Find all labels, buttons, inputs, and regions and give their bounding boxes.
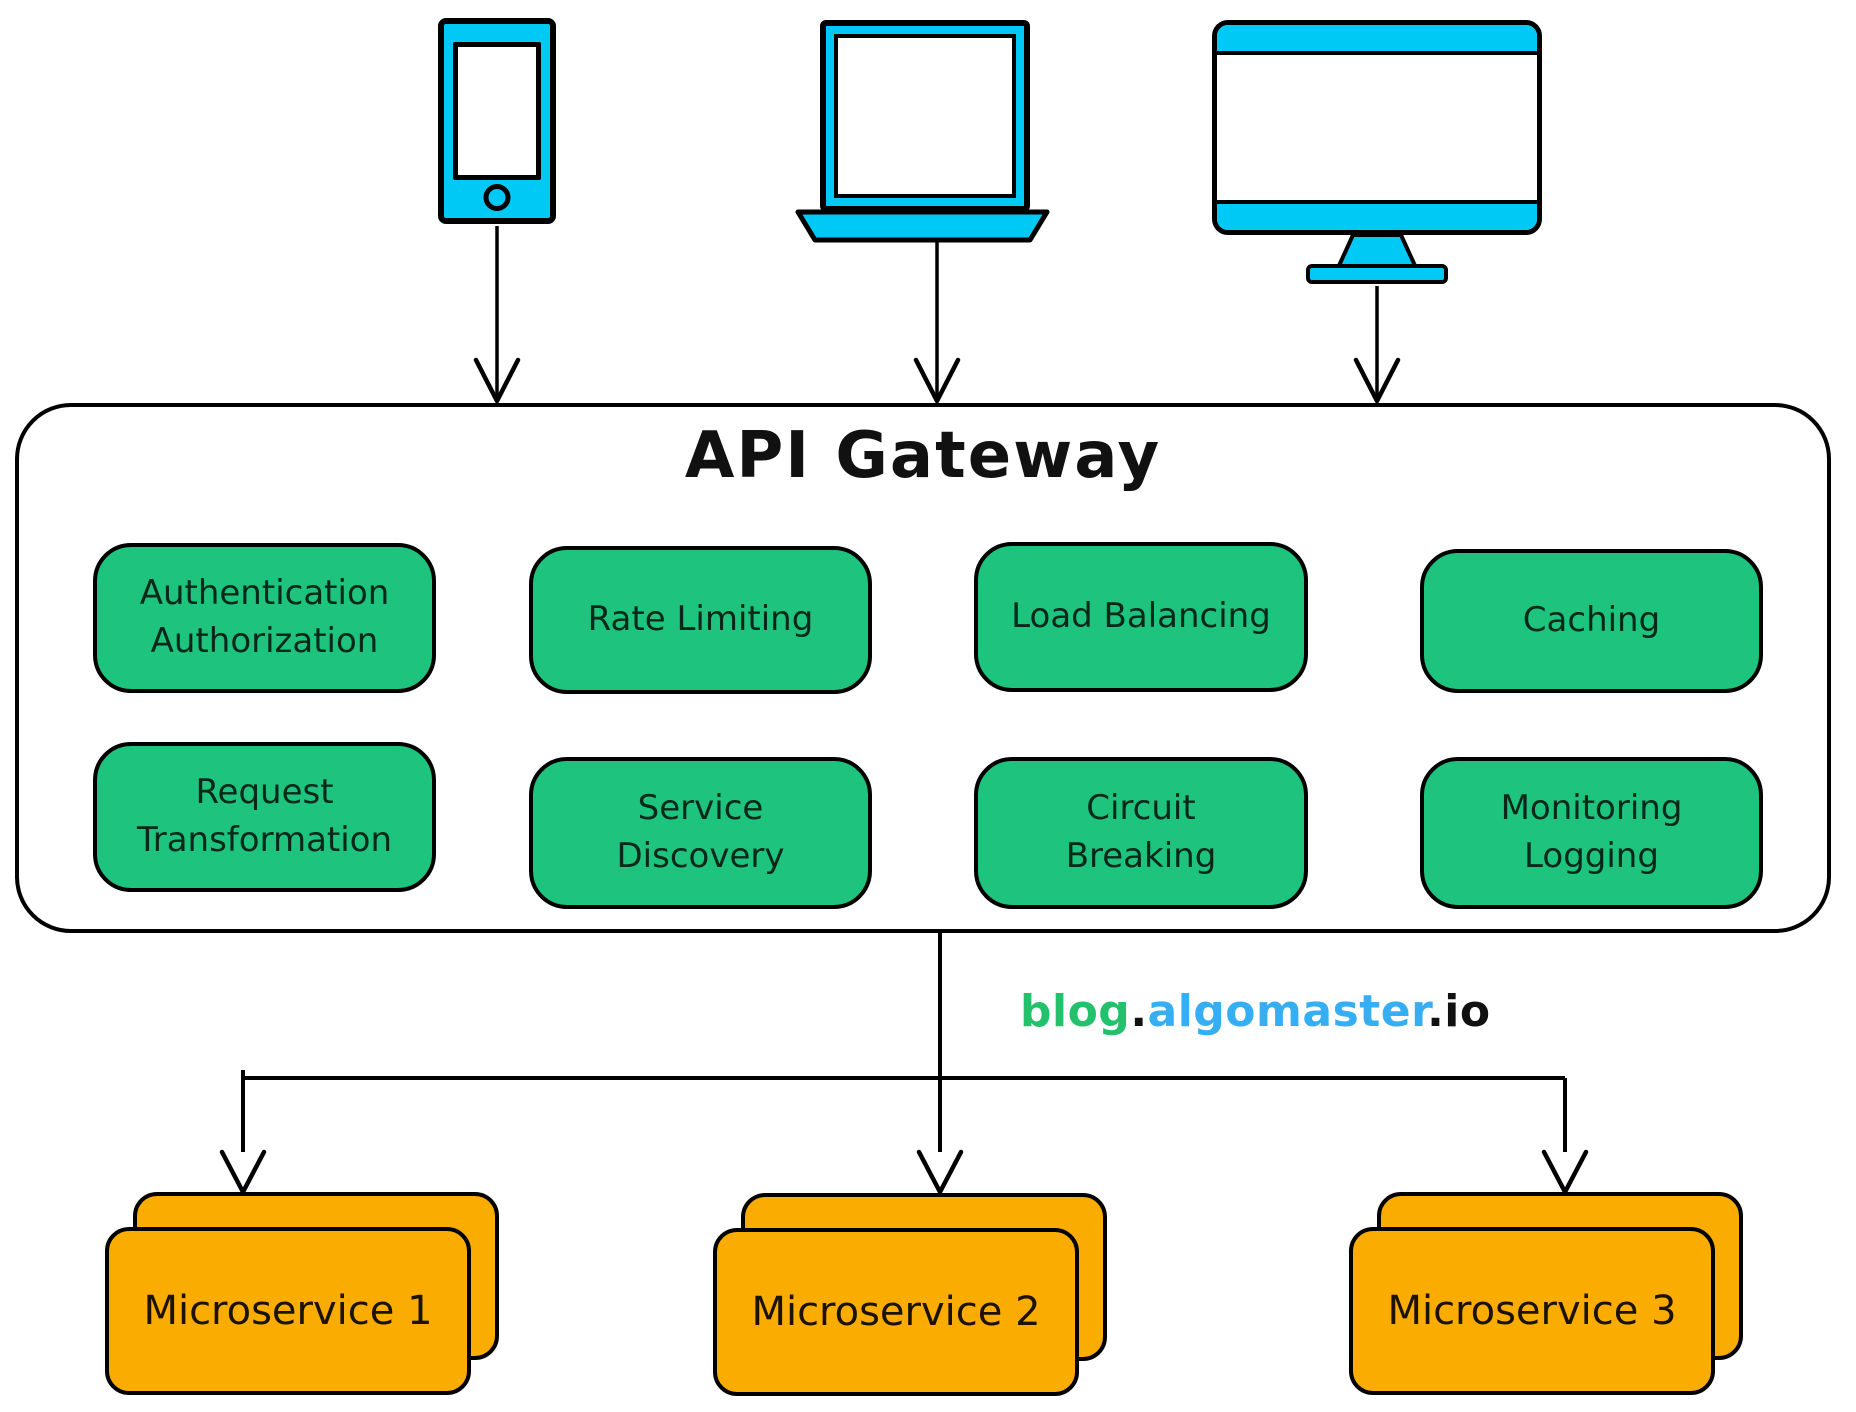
watermark-brand: algomaster (1147, 986, 1428, 1037)
microservice-2-group: Microservice 2 (713, 1193, 1108, 1398)
feature-authentication-authorization: Authentication Authorization (93, 543, 436, 693)
feature-caching: Caching (1420, 549, 1763, 693)
feature-load-balancing: Load Balancing (974, 542, 1308, 692)
gateway-output-lines (241, 933, 1567, 1152)
microservice-3-card: Microservice 3 (1349, 1227, 1715, 1395)
watermark-dot-2: . (1427, 986, 1445, 1037)
api-gateway-title: API Gateway (684, 419, 1162, 493)
desktop-monitor-icon (1212, 20, 1542, 235)
watermark-dot-1: . (1130, 986, 1148, 1037)
microservice-1-group: Microservice 1 (105, 1192, 500, 1397)
microservice-2-card: Microservice 2 (713, 1228, 1079, 1396)
smartphone-screen (453, 42, 541, 180)
feature-service-discovery: Service Discovery (529, 757, 872, 909)
feature-circuit-breaking: Circuit Breaking (974, 757, 1308, 909)
microservice-arrow-heads (219, 1149, 1589, 1195)
laptop-icon (820, 20, 1030, 212)
microservice-3-group: Microservice 3 (1349, 1192, 1744, 1397)
laptop-display (834, 34, 1016, 198)
watermark: blog.algomaster.io (1020, 986, 1491, 1037)
watermark-blog: blog (1020, 986, 1131, 1037)
monitor-top-bezel (1217, 25, 1537, 55)
smartphone-home-button (483, 184, 511, 211)
api-gateway-container: API Gateway Authentication Authorization… (15, 403, 1831, 933)
device-arrow-stems (495, 226, 1379, 396)
monitor-neck (1335, 233, 1419, 272)
microservice-2-label: Microservice 2 (751, 1289, 1041, 1335)
device-arrow-heads (473, 357, 1401, 404)
feature-rate-limiting: Rate Limiting (529, 546, 872, 694)
feature-request-transformation: Request Transformation (93, 742, 436, 892)
monitor-bottom-bezel (1217, 200, 1537, 230)
watermark-tld: io (1444, 986, 1491, 1037)
smartphone-icon (438, 18, 556, 224)
microservice-1-card: Microservice 1 (105, 1227, 471, 1395)
feature-monitoring-logging: Monitoring Logging (1420, 757, 1763, 909)
monitor-foot (1306, 264, 1448, 284)
laptop-base (795, 209, 1050, 243)
microservice-1-label: Microservice 1 (143, 1288, 433, 1334)
microservice-3-label: Microservice 3 (1387, 1288, 1677, 1334)
